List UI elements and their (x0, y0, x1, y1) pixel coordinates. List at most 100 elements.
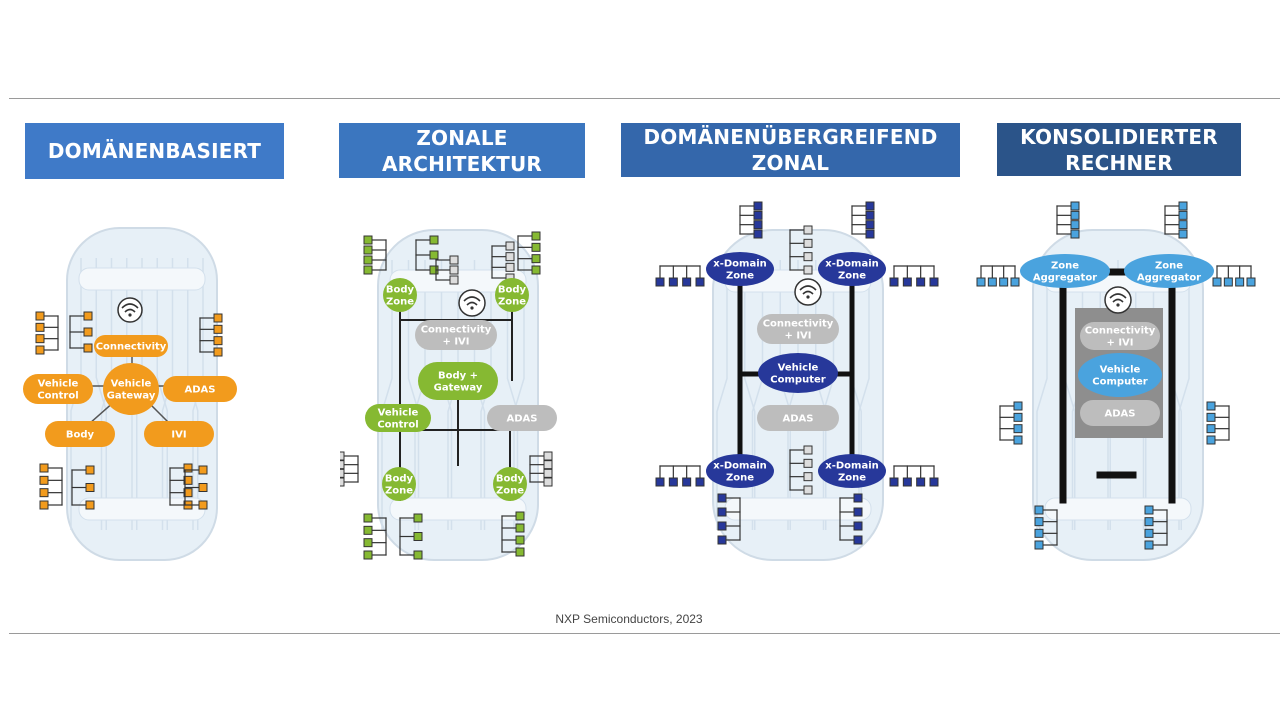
ecu-square (1178, 229, 1188, 239)
ecu-square (803, 238, 813, 248)
node-vehicle-computer (1078, 353, 1162, 397)
wifi-arc (121, 303, 139, 309)
bottom-divider (9, 633, 1280, 634)
ecu-square (902, 477, 912, 487)
ecu-square (1034, 540, 1044, 550)
ecu-square (363, 235, 373, 245)
ecu-square (1070, 229, 1080, 239)
node-x-domain-zone-top-right (818, 252, 886, 286)
ecu-square (1034, 528, 1044, 538)
node-connectivity-ivi-label: + IVI (784, 331, 811, 342)
ecu-square (803, 445, 813, 455)
node-vehicle-control-label: Vehicle (378, 408, 419, 419)
diagram-consolidated: ZoneAggregatorZoneAggregatorConnectivity… (976, 201, 1256, 561)
node-body-label: Body (66, 430, 95, 441)
node-x-domain-zone-bottom-right-label: Zone (838, 473, 866, 484)
ecu-square (449, 265, 459, 275)
ecu-square (183, 488, 193, 498)
car-windshield (78, 267, 206, 291)
ecu-square (183, 475, 193, 485)
node-vehicle-control (365, 404, 431, 432)
ecu-square (363, 255, 373, 265)
ecu-square (1144, 528, 1154, 538)
ecu-square (505, 262, 515, 272)
ecu-square (1070, 220, 1080, 230)
ecu-square (1070, 201, 1080, 211)
node-x-domain-zone-bottom-left-label: Zone (726, 473, 754, 484)
node-body-zone-bottom-right-label: Body (496, 474, 525, 485)
node-vehicle-control-label: Control (377, 420, 418, 431)
ecu-square (213, 336, 223, 346)
ecu-square (803, 225, 813, 235)
node-zone-aggregator-right-label: Aggregator (1137, 273, 1201, 284)
ecu-square (198, 483, 208, 492)
ecu-square (753, 210, 763, 220)
node-zone-aggregator-right (1124, 254, 1214, 288)
ecu-square (39, 500, 49, 510)
ecu-square (531, 265, 541, 275)
node-vehicle-computer-label: Computer (1092, 377, 1147, 388)
node-connectivity-ivi-label: + IVI (1106, 338, 1133, 349)
node-x-domain-zone-top-left-label: Zone (726, 271, 754, 282)
ecu-square (1144, 540, 1154, 550)
ecu-square (929, 477, 939, 487)
wifi-arc (124, 308, 136, 313)
node-adas-label: ADAS (507, 414, 538, 425)
node-body-zone-bottom-right (493, 467, 527, 501)
car-rear-window (389, 497, 527, 521)
ecu-square (213, 347, 223, 357)
circuit-trace (1036, 260, 1048, 530)
ecu-square (363, 550, 373, 560)
node-zone-aggregator-left-label: Zone (1051, 261, 1079, 272)
ecu-square (803, 458, 813, 468)
top-divider (9, 98, 1280, 99)
node-zone-aggregator-left-label: Aggregator (1033, 273, 1097, 284)
node-vehicle-gateway-label: Vehicle (111, 379, 152, 390)
node-body-zone-bottom-right-label: Zone (496, 486, 524, 497)
ecu-square (449, 255, 459, 265)
node-x-domain-zone-bottom-left-label: x-Domain (713, 461, 767, 472)
node-vehicle-gateway-label: Gateway (107, 391, 156, 402)
panel-title-domain-based: DOMÄNENBASIERT (25, 123, 284, 179)
ecu-square (803, 472, 813, 482)
ecu-square (916, 277, 926, 287)
node-body-zone-top-right-label: Zone (498, 297, 526, 308)
ecu-square (1223, 277, 1233, 287)
ecu-square (531, 254, 541, 264)
node-body-zone-top-left (383, 278, 417, 312)
node-connectivity-label: Connectivity (96, 342, 167, 353)
wifi-arc (466, 301, 478, 306)
ecu-square (695, 277, 705, 287)
node-x-domain-zone-top-right-label: Zone (838, 271, 866, 282)
ecu-square (803, 265, 813, 275)
ecu-square (83, 343, 93, 353)
ecu-square (1010, 277, 1020, 287)
ecu-square (413, 550, 423, 560)
ecu-square (999, 277, 1009, 287)
node-connectivity-ivi-label: Connectivity (421, 325, 492, 336)
node-body (45, 421, 115, 447)
car-rear-window (1044, 497, 1192, 521)
circuit-trace (156, 258, 168, 530)
ecu-square (35, 334, 45, 344)
ecu-square (853, 507, 863, 517)
ecu-square (340, 451, 345, 461)
ecu-square (213, 313, 223, 323)
node-connectivity-ivi-label: Connectivity (763, 319, 834, 330)
node-adas (163, 376, 237, 402)
node-body-zone-bottom-left (382, 467, 416, 501)
ecu-square (85, 465, 95, 475)
node-vehicle-control-label: Control (37, 391, 78, 402)
ecu-square (340, 477, 345, 487)
ecu-square (213, 324, 223, 334)
node-zone-aggregator-left (1020, 254, 1110, 288)
node-vehicle-control (23, 374, 93, 404)
node-body-zone-top-right-label: Body (498, 285, 527, 296)
ecu-square (717, 521, 727, 531)
node-body-gateway-label: Body + (438, 371, 478, 382)
ecu-square (1206, 424, 1216, 434)
ecu-square (929, 277, 939, 287)
ecu-square (543, 477, 553, 487)
ecu-square (1206, 435, 1216, 445)
